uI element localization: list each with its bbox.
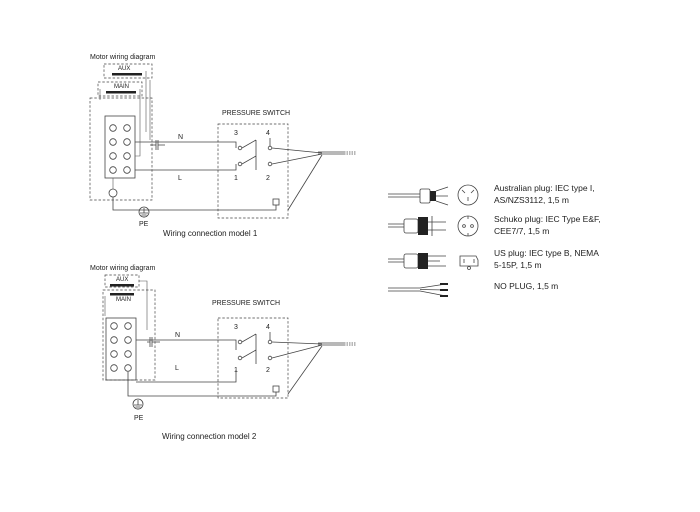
wiring-model-1: Motor wiring diagram AUX MAIN N L: [89, 54, 356, 238]
caption-2: Wiring connection model 2: [162, 432, 257, 441]
wiring-model-2: Motor wiring diagram AUX MAIN N L PE PRE…: [90, 265, 356, 441]
schuko-plug-icon: [388, 216, 446, 236]
us-socket-icon: [459, 255, 479, 270]
plug-legend: Australian plug: IEC type I, AS/NZS3112,…: [388, 183, 601, 297]
terminal-block-1: [104, 115, 136, 179]
schuko-plug-line2: CEE7/7, 1,5 m: [494, 226, 549, 236]
l-label-1: L: [178, 175, 182, 182]
terminal-3-label-2: 3: [234, 324, 238, 331]
motor-ground-terminal-1: [108, 188, 118, 198]
terminal-3-label-1: 3: [234, 130, 238, 137]
pressure-switch-frame-1: [217, 123, 289, 219]
pe-label-2: PE: [134, 415, 144, 422]
capacitor-1: [150, 140, 165, 150]
australian-plug-icon: [388, 186, 449, 206]
caption-1: Wiring connection model 1: [163, 229, 258, 238]
aux-label-1: AUX: [118, 66, 130, 72]
terminals-1: [109, 124, 131, 174]
aux-winding-2: [110, 284, 134, 287]
ground-symbol-icon: [138, 206, 150, 218]
switch-contacts-2: [237, 332, 323, 364]
terminals-2: [110, 322, 132, 372]
pressure-switch-title-2: PRESSURE SWITCH: [212, 300, 280, 307]
us-plug-line1: US plug: IEC type B, NEMA: [494, 248, 599, 258]
main-label-2: MAIN: [116, 297, 131, 303]
pressure-switch-title-1: PRESSURE SWITCH: [222, 110, 290, 117]
schuko-socket-icon: [457, 215, 479, 237]
bare-cable-icon: [388, 283, 448, 297]
australian-plug-line2: AS/NZS3112, 1,5 m: [494, 195, 569, 205]
terminal-4-label-2: 4: [266, 324, 270, 331]
wire-l-2: [136, 370, 237, 383]
australian-plug-line1: Australian plug: IEC type I,: [494, 183, 595, 193]
terminal-2-label-2: 2: [266, 367, 270, 374]
terminal-4-label-1: 4: [266, 130, 270, 137]
terminal-2-label-1: 2: [266, 175, 270, 182]
wire-pe-2: [127, 372, 277, 397]
motor-wiring-title-2: Motor wiring diagram: [90, 265, 156, 272]
switch-ground-terminal-1: [272, 198, 280, 206]
us-plug-line2: 5-15P, 1,5 m: [494, 260, 542, 270]
supply-cable-1: [318, 151, 344, 155]
australian-socket-icon: [457, 184, 479, 206]
wire-n-1: [135, 141, 237, 148]
n-label-1: N: [178, 134, 183, 141]
main-winding-2: [110, 293, 134, 296]
terminal-1-label-2: 1: [234, 367, 238, 374]
motor-frame-1: [89, 97, 153, 201]
pe-label-1: PE: [139, 221, 149, 228]
schuko-plug-line1: Schuko plug: IEC Type E&F,: [494, 214, 601, 224]
main-winding-frame-1: [97, 81, 143, 97]
l-label-2: L: [175, 365, 179, 372]
supply-cable-2: [318, 342, 344, 346]
aux-winding-1: [112, 73, 142, 76]
capacitor-2: [147, 337, 160, 347]
motor-wiring-title-1: Motor wiring diagram: [90, 54, 156, 61]
main-winding-1: [106, 91, 136, 94]
n-label-2: N: [175, 332, 180, 339]
pressure-switch-frame-2: [217, 317, 289, 399]
wire-n-2: [136, 339, 237, 350]
switch-contacts-1: [237, 138, 323, 170]
ground-symbol-icon: [132, 398, 144, 410]
us-plug-icon: [388, 253, 446, 269]
aux-label-2: AUX: [116, 277, 128, 283]
wire-pe-1: [142, 205, 277, 211]
no-plug-line1: NO PLUG, 1,5 m: [494, 281, 558, 291]
aux-winding-frame-1: [103, 63, 153, 79]
wire-l-1: [135, 164, 237, 171]
terminal-block-2: [105, 317, 137, 381]
switch-ground-terminal-2: [272, 385, 280, 393]
terminal-1-label-1: 1: [234, 175, 238, 182]
main-label-1: MAIN: [114, 84, 129, 90]
